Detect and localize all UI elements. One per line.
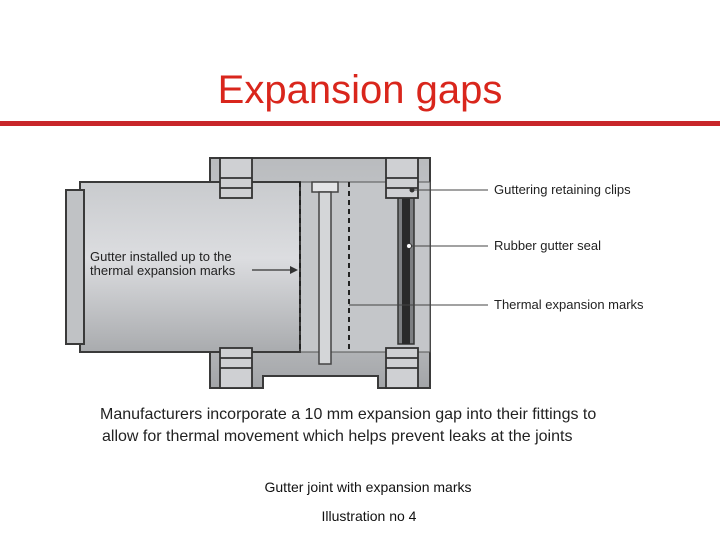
label-clips: Guttering retaining clips [494,182,631,197]
figure-number: Illustration no 4 [321,508,417,524]
label-gutter-line2: thermal expansion marks [90,263,236,278]
label-seal: Rubber gutter seal [494,238,601,253]
title-underline [0,121,720,126]
rubber-seal [397,195,415,345]
retaining-clips [219,157,419,389]
caption-line-2: allow for thermal movement which helps p… [102,428,573,445]
gutter-arrow [252,266,298,274]
centre-stop [311,181,339,365]
caption-line-1: Manufacturers incorporate a 10 mm expans… [100,406,597,423]
leader-lines [349,189,488,306]
gutter-pipe [65,181,301,353]
slide-title: Expansion gaps [217,68,503,112]
figure-title: Gutter joint with expansion marks [264,479,472,495]
label-gutter-line1: Gutter installed up to the [90,249,232,264]
seal-pointer-dot [406,243,412,249]
label-marks: Thermal expansion marks [494,297,644,312]
caption: Manufacturers incorporate a 10 mm expans… [100,404,700,448]
clip-pointer-dot [409,187,415,193]
